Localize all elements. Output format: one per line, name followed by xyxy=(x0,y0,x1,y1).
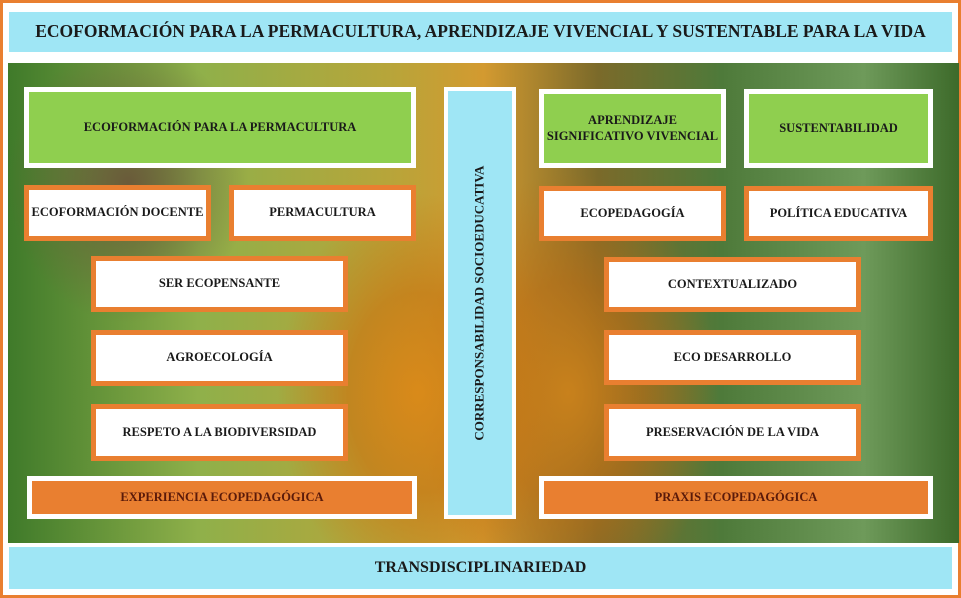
bottom-bar: TRANSDISCIPLINARIEDAD xyxy=(5,543,956,593)
right-header: APRENDIZAJE SIGNIFICATIVO VIVENCIAL xyxy=(539,89,726,168)
right-footer: PRAXIS ECOPEDAGÓGICA xyxy=(539,476,933,519)
left-item: RESPETO A LA BIODIVERSIDAD xyxy=(91,404,348,461)
right-item: ECOPEDAGOGÍA xyxy=(539,186,726,241)
right-item: CONTEXTUALIZADO xyxy=(604,257,861,312)
left-item: SER ECOPENSANTE xyxy=(91,256,348,312)
right-header: SUSTENTABILIDAD xyxy=(744,89,933,168)
left-item: PERMACULTURA xyxy=(229,185,416,241)
left-item: AGROECOLOGÍA xyxy=(91,330,348,386)
left-footer: EXPERIENCIA ECOPEDAGÓGICA xyxy=(27,476,417,519)
left-header: ECOFORMACIÓN PARA LA PERMACULTURA xyxy=(24,87,416,168)
right-item: PRESERVACIÓN DE LA VIDA xyxy=(604,404,861,461)
right-item: POLÍTICA EDUCATIVA xyxy=(744,186,933,241)
center-label: CORRESPONSABILIDAD SOCIOEDUCATIVA xyxy=(471,165,487,441)
left-item: ECOFORMACIÓN DOCENTE xyxy=(24,185,211,241)
center-column: CORRESPONSABILIDAD SOCIOEDUCATIVA xyxy=(444,87,516,519)
right-item: ECO DESARROLLO xyxy=(604,330,861,385)
diagram-title: ECOFORMACIÓN PARA LA PERMACULTURA, APREN… xyxy=(5,8,956,56)
